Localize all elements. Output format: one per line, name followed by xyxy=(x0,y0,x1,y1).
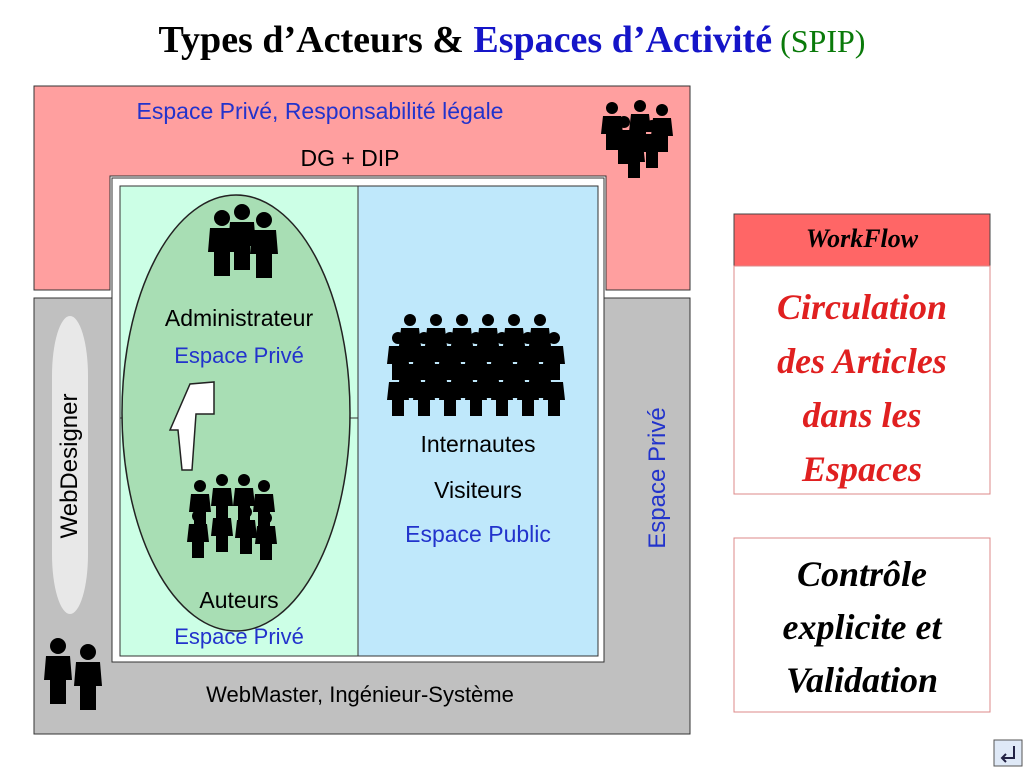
return-arrow-icon xyxy=(993,739,1023,767)
system-zone-side-label: Espace Privé xyxy=(644,407,671,549)
webdesigner-label: WebDesigner xyxy=(56,393,83,539)
title-part-1: Types d’Acteurs & xyxy=(158,19,474,61)
public-line-2: Visiteurs xyxy=(434,477,522,503)
slide-title: Types d’Acteurs & Espaces d’Activité (SP… xyxy=(0,18,1024,62)
control-body: Contrôle explicite et Validation xyxy=(734,548,990,707)
public-line-1: Internautes xyxy=(420,431,536,457)
administrator-space-label: Espace Privé xyxy=(174,343,304,368)
workflow-line-2: des Articles xyxy=(777,341,947,381)
system-zone-footer: WebMaster, Ingénieur-Système xyxy=(206,682,514,707)
workflow-line-3: dans les xyxy=(802,395,922,435)
editorial-oval xyxy=(121,194,351,632)
control-line-3: Validation xyxy=(785,660,939,700)
administrator-label: Administrateur xyxy=(164,305,314,331)
workflow-line-4: Espaces xyxy=(802,449,922,489)
authors-label: Auteurs xyxy=(199,587,279,613)
administrator-icon xyxy=(208,204,278,278)
workflow-body: Circulation des Articles dans les Espace… xyxy=(734,280,990,496)
private-zone-label: Espace Privé, Responsabilité légale xyxy=(136,98,504,124)
up-arrow-icon xyxy=(168,381,215,471)
control-line-1: Contrôle xyxy=(796,554,928,594)
workflow-header-box xyxy=(733,213,991,267)
workflow-header: WorkFlow xyxy=(805,224,919,253)
control-line-2: explicite et xyxy=(782,607,942,647)
control-box xyxy=(733,537,991,713)
public-space-label: Espace Public xyxy=(405,521,551,547)
private-zone xyxy=(33,85,691,291)
public-zone xyxy=(357,185,599,657)
authors-space-label: Espace Privé xyxy=(174,624,304,649)
webdesigner-pill xyxy=(52,316,88,614)
private-zone-actors: DG + DIP xyxy=(300,145,400,171)
title-part-3: (SPIP) xyxy=(772,23,866,59)
workflow-line-1: Circulation xyxy=(776,287,948,327)
title-part-2: Espaces d’Activité xyxy=(473,19,773,61)
workflow-body-box xyxy=(733,265,991,495)
